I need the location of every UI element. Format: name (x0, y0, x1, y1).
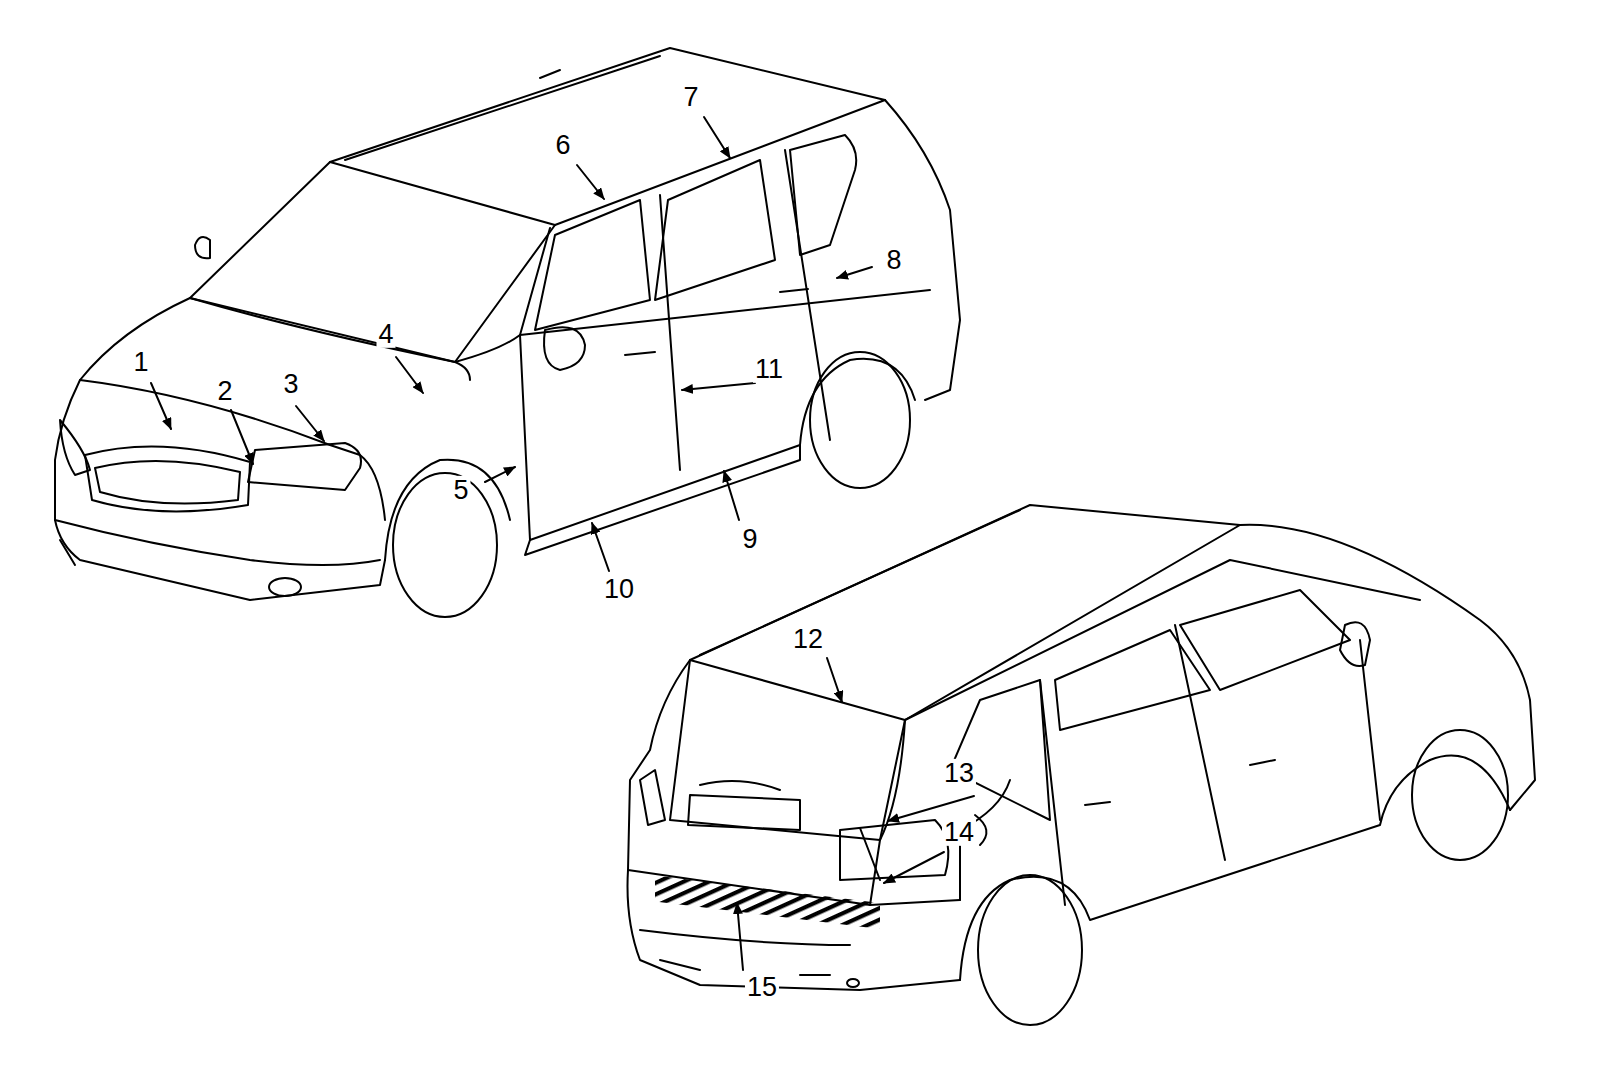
callout-number: 15 (745, 973, 779, 1001)
callout-number: 4 (376, 320, 395, 348)
callout-number: 3 (281, 370, 300, 398)
callout-number: 13 (942, 759, 976, 787)
callout-number: 8 (884, 246, 903, 274)
callout-number: 6 (553, 131, 572, 159)
callout-number: 7 (681, 83, 700, 111)
callout-number: 9 (740, 525, 759, 553)
callout-number: 10 (602, 575, 636, 603)
callout-number: 1 (131, 348, 150, 376)
callout-number: 12 (791, 625, 825, 653)
callout-number: 14 (942, 818, 976, 846)
callout-number: 2 (215, 377, 234, 405)
callout-number: 11 (753, 355, 785, 383)
callout-number: 5 (451, 476, 470, 504)
